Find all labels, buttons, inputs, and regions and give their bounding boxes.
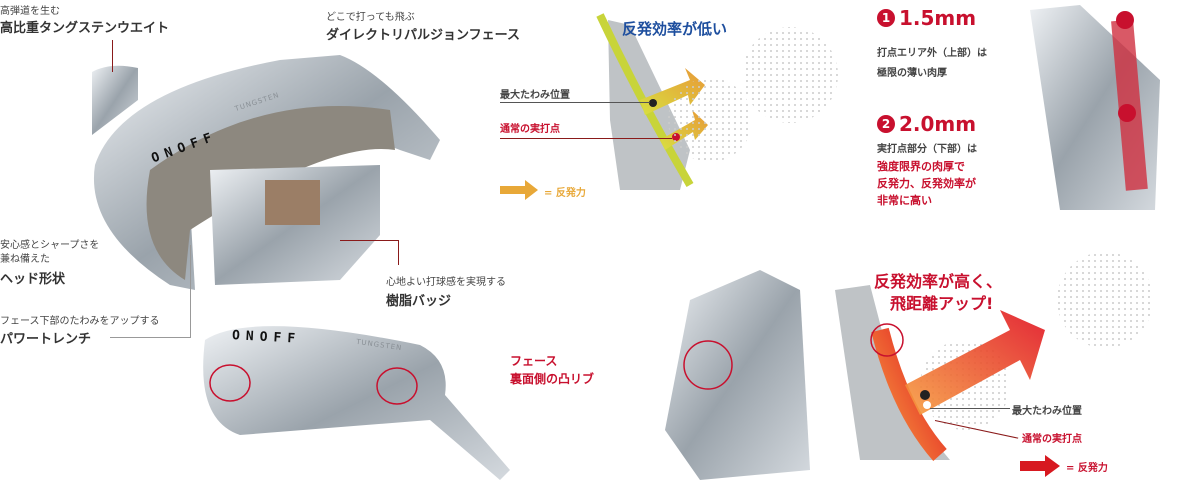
- cavity-back-view: [665, 270, 810, 480]
- rib-label-2: 裏面側の凸リブ: [510, 372, 595, 386]
- head-subtitle-1: 安心感とシャープさを: [0, 240, 100, 251]
- top-legend: = 反発力: [544, 188, 586, 199]
- bottom-normal-hit-label: 通常の実打点: [1022, 434, 1082, 445]
- thickness-crosssection: [1030, 5, 1160, 210]
- top-diagram-title: 反発効率が低い: [622, 20, 728, 38]
- tungsten-subtitle: 高弾道を生む: [0, 6, 60, 17]
- tungsten-title: 高比重タングステンウエイト: [0, 21, 170, 36]
- bottom-face-diagram: [835, 252, 1153, 477]
- thickness-2-value: 2.0mm: [899, 112, 977, 136]
- face-subtitle: どこで打っても飛ぶ: [326, 12, 415, 23]
- thickness-2-desc1: 実打点部分（下部）は: [877, 144, 977, 155]
- thickness-1-desc2: 極限の薄い肉厚: [877, 68, 947, 79]
- thickness-2-line3: 非常に高い: [877, 194, 932, 207]
- bottom-legend: = 反発力: [1066, 463, 1108, 474]
- iron-head-back: [203, 326, 510, 480]
- badge-subtitle: 心地よい打球感を実現する: [386, 277, 506, 288]
- bottom-diagram-title-1: 反発効率が高く、: [874, 272, 1003, 291]
- top-max-deflection-label: 最大たわみ位置: [500, 90, 570, 101]
- bottom-diagram-title-2: 飛距離アップ!: [890, 294, 994, 313]
- top-face-diagram: [500, 13, 838, 200]
- head-subtitle-2: 兼ね備えた: [0, 254, 50, 265]
- thickness-1-desc1: 打点エリア外（上部）は: [877, 48, 987, 59]
- trench-title: パワートレンチ: [0, 332, 92, 347]
- badge-title: 樹脂バッジ: [386, 294, 452, 309]
- thickness-2-line1: 強度限界の肉厚で: [877, 160, 965, 173]
- number-badge-2: 2: [877, 115, 895, 133]
- face-title: ダイレクトリパルジョンフェース: [326, 28, 520, 43]
- top-normal-hit-label: 通常の実打点: [500, 124, 560, 135]
- exploded-iron-head: [92, 55, 440, 290]
- rib-label-1: フェース: [510, 354, 558, 368]
- trench-subtitle: フェース下部のたわみをアップする: [0, 316, 160, 327]
- number-badge-1: 1: [877, 9, 895, 27]
- bottom-max-deflection-label: 最大たわみ位置: [1012, 406, 1082, 417]
- thickness-1-value: 1.5mm: [899, 6, 977, 30]
- thickness-2-line2: 反発力、反発効率が: [877, 177, 976, 190]
- head-title: ヘッド形状: [0, 272, 66, 287]
